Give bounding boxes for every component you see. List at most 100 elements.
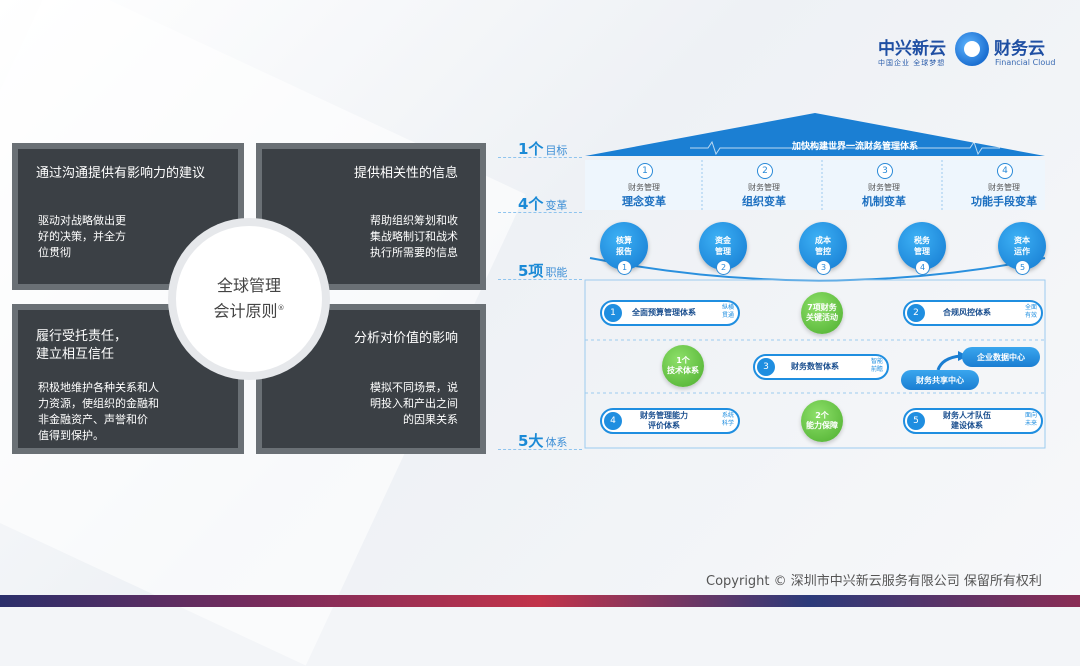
quadrant-title-line: 建立相互信任 xyxy=(36,347,115,362)
function-label: 税务 xyxy=(914,236,930,245)
side-text: 有效 xyxy=(1024,312,1037,319)
side-text: 科学 xyxy=(721,420,734,427)
system-number: 1 xyxy=(604,304,622,322)
system-side: 智能前瞻 xyxy=(871,358,883,374)
system-number: 4 xyxy=(604,412,622,430)
copyright-text: Copyright © 深圳市中兴新云服务有限公司 保留所有权利 xyxy=(706,574,1042,589)
quadrant-body-line: 值得到保护。 xyxy=(38,429,104,442)
row-text: 体系 xyxy=(545,436,568,449)
system-risk: 2 合规风控体系 全面有效 xyxy=(903,300,1043,326)
quadrant-title: 分析对价值的影响 xyxy=(353,331,458,346)
function-label: 管理 xyxy=(914,247,930,256)
shared-center-bar: 财务共享中心 xyxy=(901,370,979,390)
quadrant-body-line: 非金融资产、声誉和价 xyxy=(38,413,148,426)
change-main: 机制变革 xyxy=(862,195,906,208)
change-sub: 财务管理 xyxy=(628,183,660,192)
side-text: 前瞻 xyxy=(870,366,883,373)
quadrant-body-line: 好的决策，并全方 xyxy=(38,230,126,243)
quadrant-body-line: 积极地维护各种关系和人 xyxy=(38,381,159,394)
cloud-logo-icon xyxy=(955,32,989,66)
quadrant-body-line: 力资源，使组织的金融和 xyxy=(38,397,159,410)
row-label-change: 4个变革 xyxy=(518,193,567,214)
system-title-line: 建设体系 xyxy=(951,421,983,430)
side-text: 未来 xyxy=(1024,420,1037,427)
side-text: 智能 xyxy=(870,358,883,365)
side-text: 纵横 xyxy=(721,304,734,311)
center-principle: 全球管理 会计原则® xyxy=(176,226,322,372)
side-text: 系统 xyxy=(721,412,734,419)
system-title: 财务人才队伍建设体系 xyxy=(905,410,1041,432)
row-divider xyxy=(498,157,582,158)
system-title: 全面预算管理体系 xyxy=(632,308,696,317)
function-number: 3 xyxy=(816,260,831,275)
change-main: 理念变革 xyxy=(622,195,666,208)
quadrant-body-line: 集战略制订和战术 xyxy=(370,230,458,243)
row-text: 变革 xyxy=(545,199,568,212)
row-divider xyxy=(498,212,582,213)
system-title-line: 评价体系 xyxy=(648,421,680,430)
quadrant-title: 提供相关性的信息 xyxy=(353,166,458,181)
row-num: 4个 xyxy=(518,195,544,213)
green-label: 2个 xyxy=(815,411,829,420)
system-talent: 5 财务人才队伍建设体系 面向未来 xyxy=(903,408,1043,434)
system-side: 全面有效 xyxy=(1025,304,1037,320)
capability-node: 2个能力保障 xyxy=(801,400,843,442)
function-node: 资金管理 xyxy=(699,222,747,270)
change-number: 3 xyxy=(877,163,893,179)
quadrant-top-left: 通过沟通提供有影响力的建议 驱动对战略做出更 好的决策，并全方 位贯彻 xyxy=(12,143,244,290)
side-text: 全面 xyxy=(1024,304,1037,311)
quadrant-body-line: 执行所需要的信息 xyxy=(370,246,458,259)
change-number: 2 xyxy=(757,163,773,179)
roof-title: 加快构建世界一流财务管理体系 xyxy=(791,142,918,152)
function-label: 运作 xyxy=(1014,247,1030,256)
row-text: 目标 xyxy=(545,144,568,157)
function-label: 资本 xyxy=(1014,236,1030,245)
center-line-2: 会计原则® xyxy=(213,297,284,322)
quadrant-body-line: 明投入和产出之间 xyxy=(370,397,458,410)
quadrant-title: 通过沟通提供有影响力的建议 xyxy=(36,166,206,181)
green-label: 技术体系 xyxy=(667,366,699,375)
quadrant-title-line: 履行受托责任， xyxy=(36,329,128,344)
change-sub: 财务管理 xyxy=(988,183,1020,192)
row-label-goal: 1个目标 xyxy=(518,138,567,159)
system-digital: 3 财务数智体系 智能前瞻 xyxy=(753,354,889,380)
zx-logo-slogan: 中国企业 全球梦想 xyxy=(878,59,946,67)
green-label: 关键活动 xyxy=(806,313,838,322)
change-number: 4 xyxy=(997,163,1013,179)
function-label: 成本 xyxy=(815,236,831,245)
row-label-function: 5项职能 xyxy=(518,260,567,281)
system-frame xyxy=(584,279,1046,449)
side-text: 面向 xyxy=(1024,412,1037,419)
system-title-line: 财务人才队伍 xyxy=(943,411,991,420)
system-number: 2 xyxy=(907,304,925,322)
quadrant-body-line: 模拟不同场景，说 xyxy=(370,381,458,394)
cw-logo-text: 财务云 xyxy=(994,39,1045,59)
change-main: 组织变革 xyxy=(742,195,786,208)
quadrant-body-line: 帮助组织筹划和收 xyxy=(370,214,458,227)
green-label: 7项财务 xyxy=(807,303,837,312)
function-number: 1 xyxy=(617,260,632,275)
system-side: 纵横贯通 xyxy=(722,304,734,320)
data-center-bar: 企业数据中心 xyxy=(962,347,1040,367)
bottom-decor-strip xyxy=(0,595,1080,607)
row-divider xyxy=(498,449,582,450)
function-number: 4 xyxy=(915,260,930,275)
row-num: 5项 xyxy=(518,262,544,280)
row-text: 职能 xyxy=(545,266,568,279)
change-sub: 财务管理 xyxy=(868,183,900,192)
quadrant-body-line: 驱动对战略做出更 xyxy=(38,214,126,227)
function-label: 核算 xyxy=(616,236,632,245)
change-number: 1 xyxy=(637,163,653,179)
system-title-line: 财务管理能力 xyxy=(640,411,688,420)
registered-mark: ® xyxy=(277,304,285,313)
function-number: 2 xyxy=(716,260,731,275)
function-label: 资金 xyxy=(715,236,731,245)
row-divider xyxy=(498,279,582,280)
system-number: 3 xyxy=(757,358,775,376)
key-activities-node: 7项财务关键活动 xyxy=(801,292,843,334)
row-num: 5大 xyxy=(518,432,544,450)
center-line-2-text: 会计原则 xyxy=(213,301,278,321)
function-number: 5 xyxy=(1015,260,1030,275)
side-text: 贯通 xyxy=(721,312,734,319)
function-label: 管理 xyxy=(715,247,731,256)
